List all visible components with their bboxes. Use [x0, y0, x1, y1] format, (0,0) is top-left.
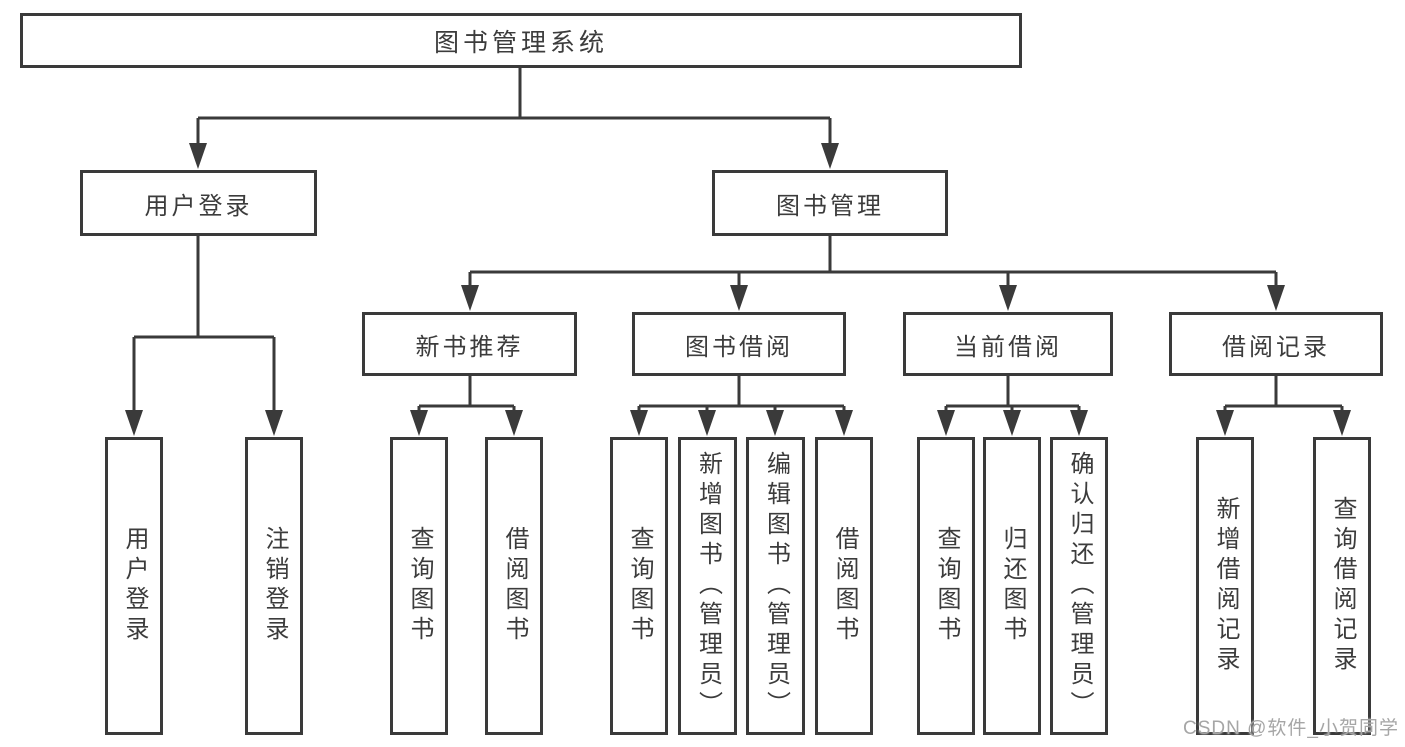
- node-book-management: 图书管理: [712, 170, 948, 236]
- node-label: 查询图书: [933, 526, 960, 646]
- node-label: 注销登录: [261, 526, 288, 646]
- node-label: 图书借阅: [685, 333, 793, 361]
- leaf-user-login: 用户登录: [105, 437, 163, 735]
- leaf-edit-book-admin: 编辑图书（管理员）: [746, 437, 805, 735]
- arrow-down-icon: [410, 410, 428, 436]
- connector-current-borrow-to-leaves: [937, 376, 1088, 436]
- node-label: 借阅图书: [831, 526, 858, 646]
- leaf-query-books-borrow: 查询图书: [610, 437, 668, 735]
- node-library-system: 图书管理系统: [20, 13, 1022, 68]
- connector-book-borrow-to-leaves: [630, 376, 853, 436]
- arrow-down-icon: [1003, 410, 1021, 436]
- node-borrow-records: 借阅记录: [1169, 312, 1383, 376]
- node-label: 查询图书: [406, 526, 433, 646]
- arrow-down-icon: [835, 410, 853, 436]
- arrow-down-icon: [730, 285, 748, 311]
- arrow-down-icon: [461, 285, 479, 311]
- node-new-book-recommend: 新书推荐: [362, 312, 577, 376]
- node-label: 归还图书: [999, 526, 1026, 646]
- node-label: 图书管理系统: [433, 28, 608, 57]
- connector-new-book-to-leaves: [410, 376, 523, 436]
- leaf-logout: 注销登录: [245, 437, 303, 735]
- node-label: 用户登录: [121, 526, 148, 646]
- arrow-down-icon: [766, 410, 784, 436]
- arrow-down-icon: [698, 410, 716, 436]
- node-user-login: 用户登录: [80, 170, 317, 236]
- node-label: 确认归还（管理员）: [1066, 451, 1093, 721]
- leaf-confirm-return-admin: 确认归还（管理员）: [1050, 437, 1108, 735]
- arrow-down-icon: [189, 143, 207, 169]
- arrow-down-icon: [265, 410, 283, 436]
- connector-user-login-to-leaves: [125, 236, 283, 436]
- leaf-query-borrow-record: 查询借阅记录: [1313, 437, 1371, 735]
- node-label: 当前借阅: [954, 333, 1062, 361]
- leaf-query-books-current: 查询图书: [917, 437, 975, 735]
- node-book-borrow: 图书借阅: [632, 312, 846, 376]
- arrow-down-icon: [937, 410, 955, 436]
- node-label: 用户登录: [144, 192, 253, 220]
- node-label: 新增图书（管理员）: [694, 451, 722, 721]
- arrow-down-icon: [1070, 410, 1088, 436]
- leaf-query-books-recommend: 查询图书: [390, 437, 448, 735]
- node-label: 图书管理: [776, 192, 884, 220]
- arrow-down-icon: [1267, 285, 1285, 311]
- arrow-down-icon: [999, 285, 1017, 311]
- arrow-down-icon: [1333, 410, 1351, 436]
- arrow-down-icon: [125, 410, 143, 436]
- connector-book-mgmt-to-level3: [461, 236, 1285, 311]
- node-label: 借阅记录: [1222, 333, 1330, 361]
- arrow-down-icon: [505, 410, 523, 436]
- node-label: 查询借阅记录: [1329, 496, 1356, 676]
- leaf-return-books: 归还图书: [983, 437, 1041, 735]
- node-label: 新书推荐: [415, 333, 524, 361]
- arrow-down-icon: [821, 143, 839, 169]
- node-label: 编辑图书（管理员）: [762, 451, 790, 721]
- leaf-borrow-books: 借阅图书: [815, 437, 873, 735]
- node-current-borrow: 当前借阅: [903, 312, 1113, 376]
- node-label: 借阅图书: [501, 526, 528, 646]
- leaf-add-borrow-record: 新增借阅记录: [1196, 437, 1254, 735]
- connector-root-to-level2: [189, 68, 839, 169]
- node-label: 查询图书: [626, 526, 653, 646]
- leaf-add-book-admin: 新增图书（管理员）: [678, 437, 737, 735]
- connector-borrow-records-to-leaves: [1216, 376, 1351, 436]
- node-label: 新增借阅记录: [1212, 496, 1239, 676]
- leaf-borrow-books-recommend: 借阅图书: [485, 437, 543, 735]
- arrow-down-icon: [1216, 410, 1234, 436]
- arrow-down-icon: [630, 410, 648, 436]
